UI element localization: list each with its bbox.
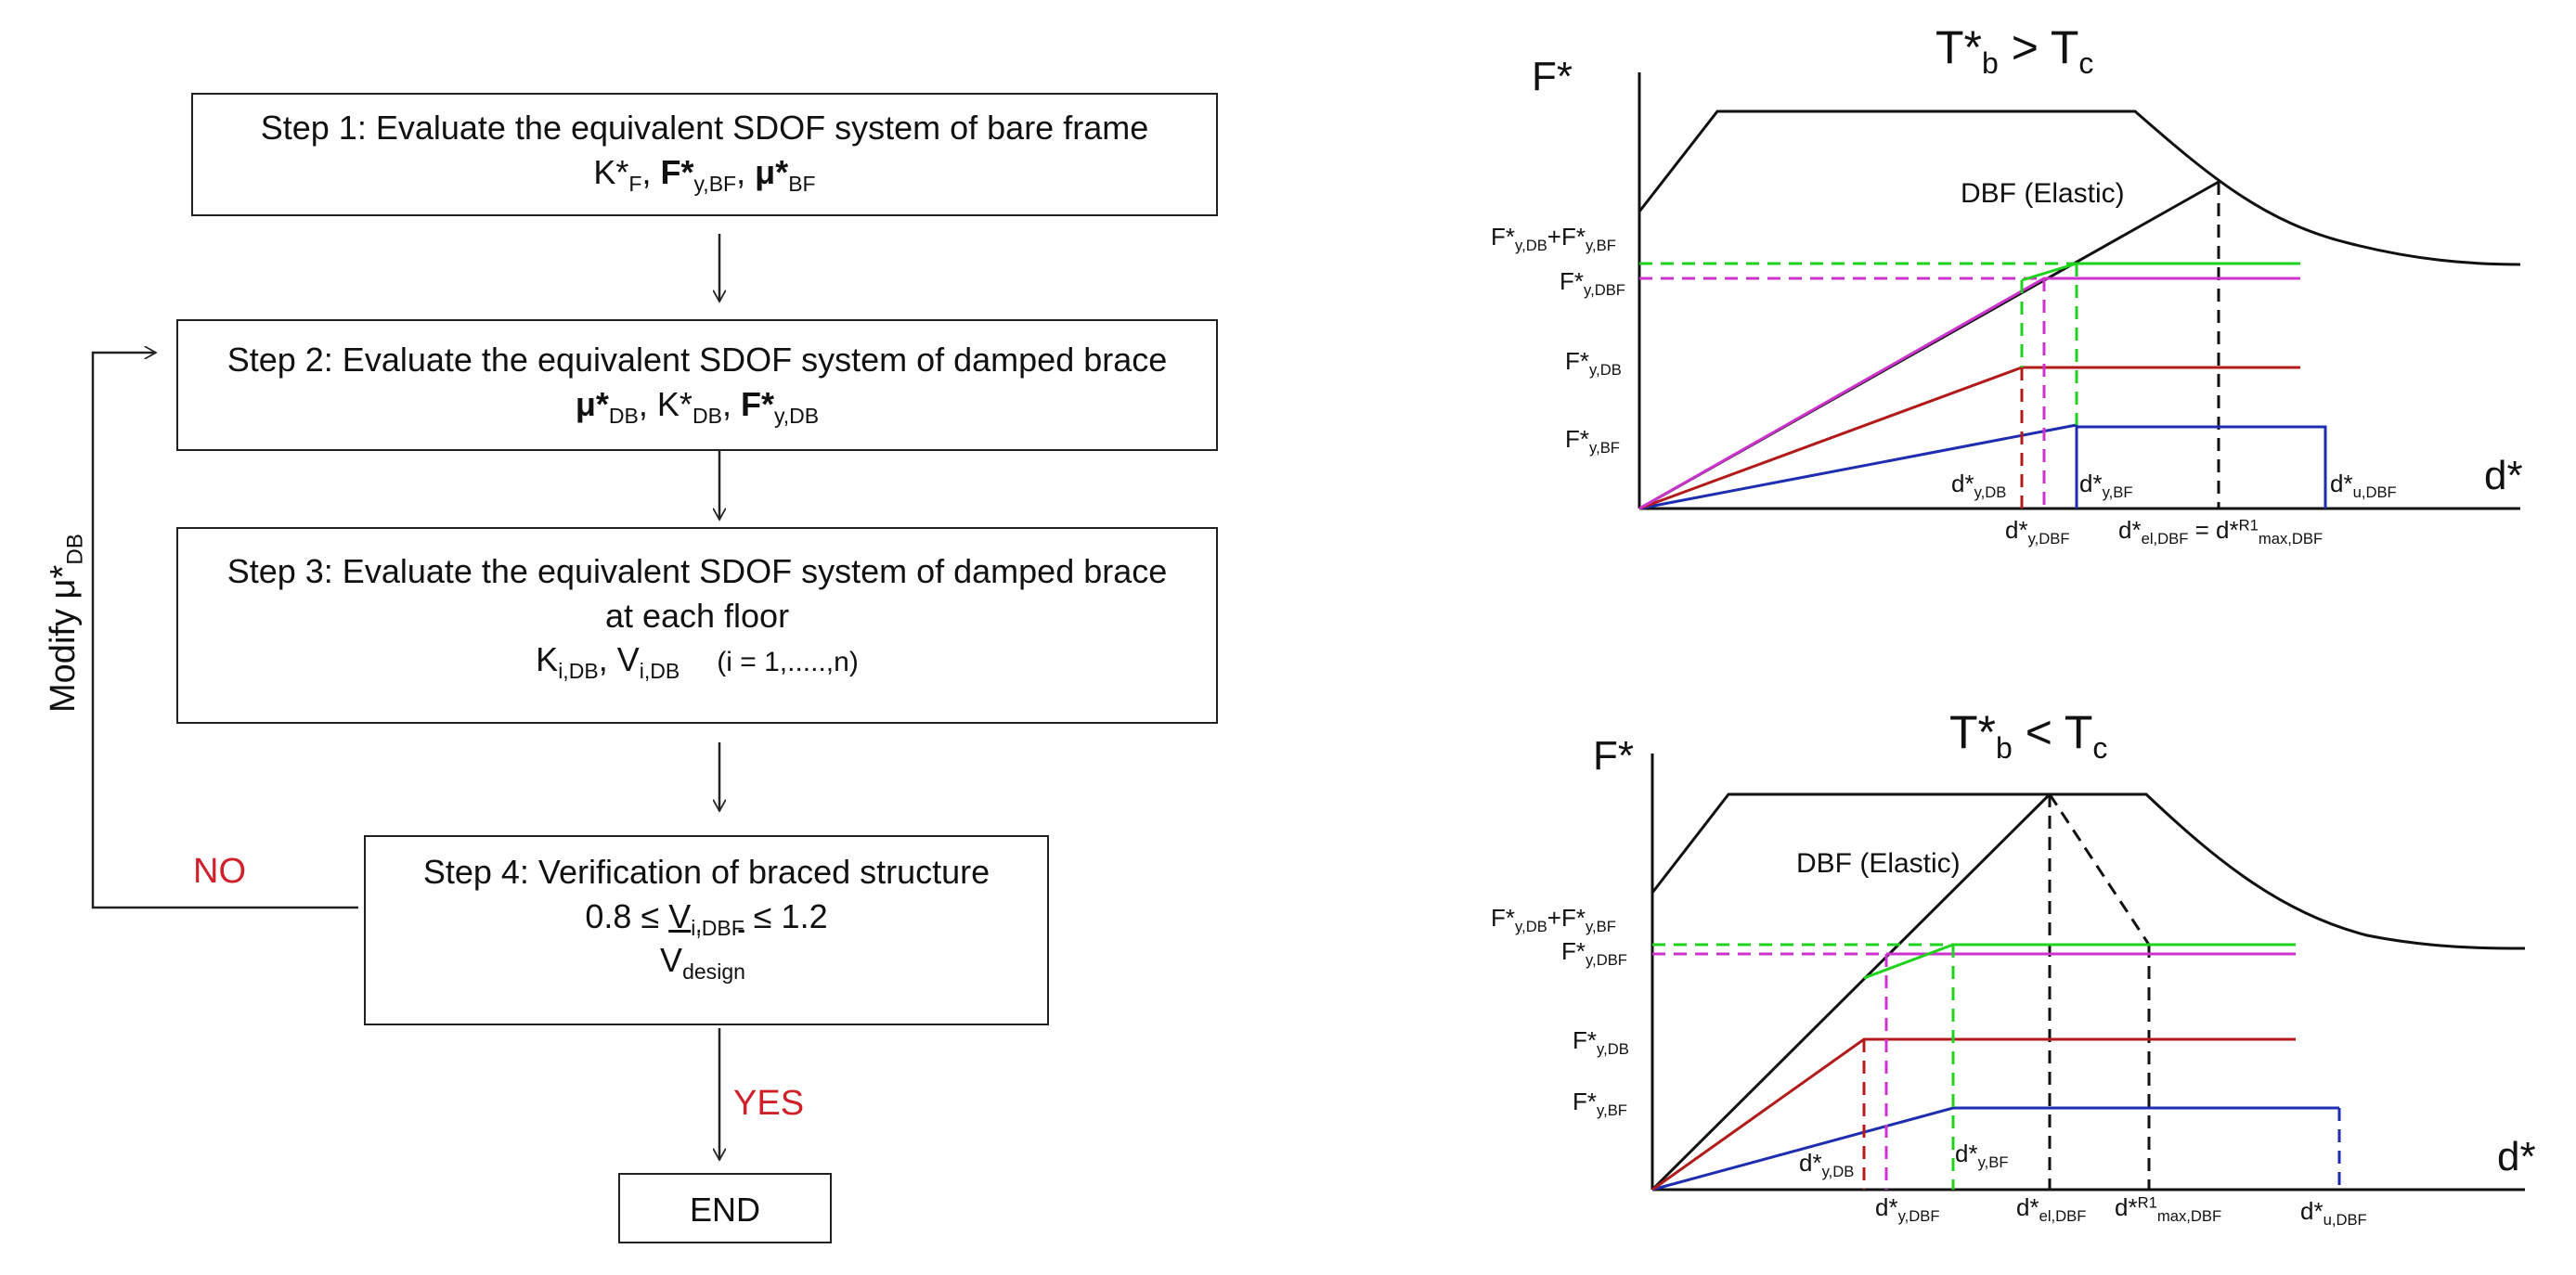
step3-line2: at each floor — [604, 596, 790, 635]
chart-top-xtick-ydb: d*y,DB — [1951, 470, 2007, 501]
chart-bottom-xlabel: d* — [2497, 1134, 2536, 1179]
flowchart-connectors — [91, 234, 719, 1160]
chart-bottom-spectrum — [1650, 792, 2526, 950]
step4-title: Step 4: Verification of braced structure — [422, 853, 990, 891]
chart-bottom-ylabel: F* — [1593, 733, 1634, 779]
no-label: NO — [193, 852, 246, 891]
chart-bottom-xtick-max: d*R1max,DBF — [2115, 1193, 2222, 1225]
chart-bottom-title: T*b < Tc — [1949, 706, 2108, 766]
chart-top-xtick-udbf: d*u,DBF — [2330, 470, 2397, 501]
chart-top-ytick-sum: F*y,DB+F*y,BF — [1491, 223, 1616, 254]
chart-top-xtick-ybf: d*y,BF — [2079, 470, 2133, 501]
chart-bottom-ytick-sum: F*y,DB+F*y,BF — [1491, 904, 1616, 935]
step2-box: Step 2: Evaluate the equivalent SDOF sys… — [176, 319, 1218, 451]
loop-label: Modify μ*DB — [43, 534, 88, 713]
chart-top-xlabel: d* — [2484, 453, 2523, 498]
step1-title: Step 1: Evaluate the equivalent SDOF sys… — [260, 109, 1149, 147]
chart-bottom-series-bf — [1651, 1106, 2339, 1191]
chart-top-ytick-db: F*y,DB — [1565, 347, 1622, 379]
chart-top-xtick-el: d*el,DBF = d*R1max,DBF — [2118, 516, 2324, 547]
chart-bottom-series-sum — [1863, 943, 2296, 980]
chart-bottom-xtick-ydb: d*y,DB — [1799, 1149, 1855, 1180]
step3-title: Step 3: Evaluate the equivalent SDOF sys… — [227, 552, 1168, 590]
loop-back-arrow — [91, 353, 358, 909]
step1-params: K*F, F*y,BF, μ*BF — [593, 152, 816, 196]
yes-label: YES — [733, 1084, 805, 1123]
chart-top — [1638, 72, 2521, 510]
chart-bottom — [1650, 753, 2526, 1191]
chart-bottom-ytick-dbf: F*y,DBF — [1561, 937, 1627, 969]
chart-bottom-ytick-db: F*y,DB — [1573, 1026, 1629, 1058]
chart-top-xtick-ydbf: d*y,DBF — [2005, 516, 2070, 547]
step3-box: Step 3: Evaluate the equivalent SDOF sys… — [176, 527, 1218, 724]
chart-top-ytick-bf: F*y,BF — [1565, 425, 1620, 457]
chart-bottom-xtick-el: d*el,DBF — [2016, 1193, 2087, 1225]
step3-params: Ki,DB, Vi,DB (i = 1,.....,n) — [536, 640, 859, 684]
chart-bottom-annotation: DBF (Elastic) — [1796, 848, 1961, 879]
end-label: END — [689, 1191, 760, 1229]
chart-bottom-xtick-ydbf: d*y,DBF — [1875, 1193, 1940, 1225]
step2-params: μ*DB, K*DB, F*y,DB — [575, 384, 820, 428]
step1-box: Step 1: Evaluate the equivalent SDOF sys… — [191, 93, 1218, 216]
step2-title: Step 2: Evaluate the equivalent SDOF sys… — [227, 341, 1168, 379]
step4-denominator: Vdesign — [660, 941, 745, 985]
chart-bottom-elastic-line — [1650, 792, 2052, 1191]
end-box: END — [618, 1173, 832, 1243]
chart-bottom-xtick-udbf: d*u,DBF — [2300, 1197, 2367, 1229]
chart-top-ylabel: F* — [1532, 54, 1573, 99]
chart-top-ytick-dbf: F*y,DBF — [1560, 267, 1625, 299]
step4-box: Step 4: Verification of braced structure… — [364, 835, 1049, 1025]
chart-top-spectrum — [1638, 109, 2521, 266]
chart-bottom-xtick-ybf: d*y,BF — [1955, 1140, 2009, 1171]
chart-bottom-ytick-bf: F*y,BF — [1573, 1088, 1627, 1119]
chart-top-annotation: DBF (Elastic) — [1961, 178, 2125, 209]
chart-top-title: T*b > Tc — [1935, 21, 2094, 81]
step4-ratio: 0.8 ≤ Vi,DBF ≤ 1.2 — [585, 896, 828, 940]
chart-bottom-to-max — [2048, 793, 2151, 946]
